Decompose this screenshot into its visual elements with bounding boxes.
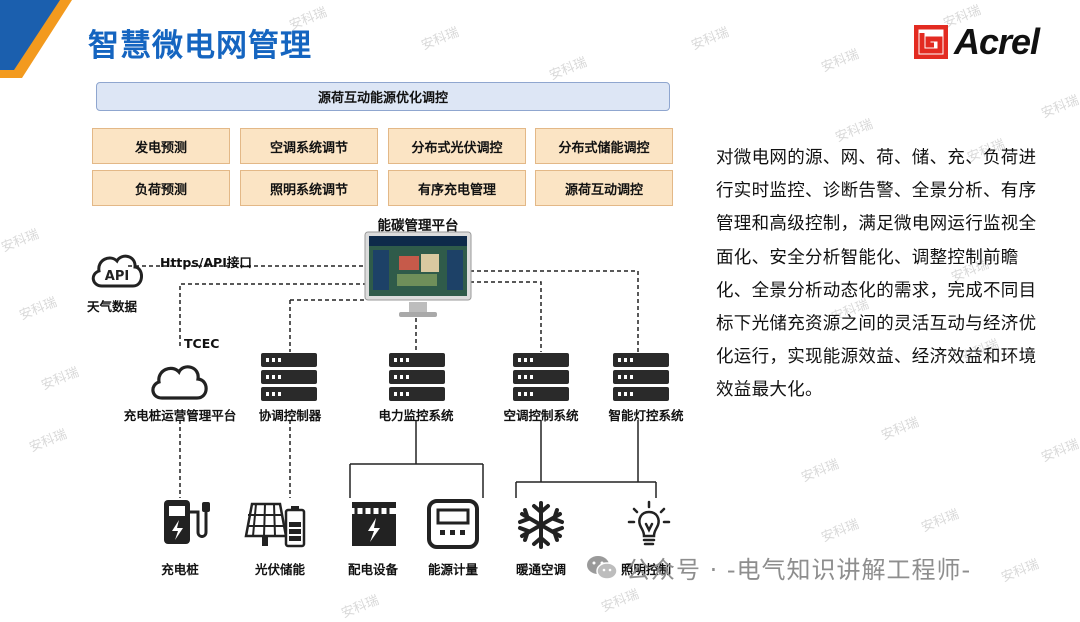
energy-meter-icon	[427, 499, 479, 549]
connection-lines	[128, 265, 657, 498]
corner-decoration	[0, 0, 72, 78]
function-box: 发电预测	[92, 128, 230, 164]
system-label: 充电桩运营管理平台	[123, 408, 237, 423]
tcec-label: TCEC	[184, 336, 220, 351]
acrel-logo-icon	[914, 25, 948, 59]
system-label: 协调控制器	[258, 408, 322, 423]
distribution-equipment-icon	[352, 502, 396, 546]
api-icon-text: API	[105, 269, 129, 284]
cloud-icon	[151, 365, 208, 400]
server-icon	[261, 353, 317, 401]
wechat-icon	[587, 555, 618, 580]
brand-name: Acrel	[954, 21, 1040, 62]
snowflake-icon	[518, 501, 564, 549]
light-bulb-icon	[627, 500, 671, 546]
function-box: 空调系统调节	[240, 128, 378, 164]
function-box: 照明系统调节	[240, 170, 378, 206]
device-label: 照明控制	[620, 562, 672, 577]
top-banner: 源荷互动能源优化调控	[96, 82, 670, 111]
api-link-label: Https/API接口	[160, 255, 252, 270]
device-label: 暖通空调	[515, 562, 567, 577]
weather-label: 天气数据	[86, 299, 138, 314]
function-box: 分布式光伏调控	[388, 128, 526, 164]
device-label: 能源计量	[427, 562, 479, 577]
server-icon	[513, 353, 569, 401]
page-title: 智慧微电网管理	[88, 28, 312, 64]
device-label: 配电设备	[347, 562, 399, 577]
pv-storage-icon	[244, 502, 306, 548]
function-box: 负荷预测	[92, 170, 230, 206]
charging-pile-icon	[164, 500, 210, 544]
monitor-icon	[364, 231, 472, 317]
system-label: 智能灯控系统	[608, 408, 684, 423]
server-icon	[613, 353, 669, 401]
brand-logo: Acrel	[914, 21, 1040, 62]
api-cloud-icon: API	[91, 254, 143, 288]
server-icon	[389, 353, 445, 401]
device-label: 充电桩	[161, 562, 199, 577]
wechat-account-text: 公众号 · -电气知识讲解工程师-	[626, 556, 972, 584]
system-label: 空调控制系统	[503, 408, 579, 423]
device-label: 光伏储能	[254, 562, 306, 577]
function-box: 有序充电管理	[388, 170, 526, 206]
description-text: 对微电网的源、网、荷、储、充、负荷进行实时监控、诊断告警、全景分析、有序管理和高…	[716, 148, 1037, 401]
platform-label: 能碳管理平台	[377, 218, 459, 234]
wechat-footer: 公众号 · -电气知识讲解工程师-	[586, 550, 971, 585]
system-label: 电力监控系统	[378, 408, 454, 423]
function-box: 源荷互动调控	[535, 170, 673, 206]
function-box: 分布式储能调控	[535, 128, 673, 164]
